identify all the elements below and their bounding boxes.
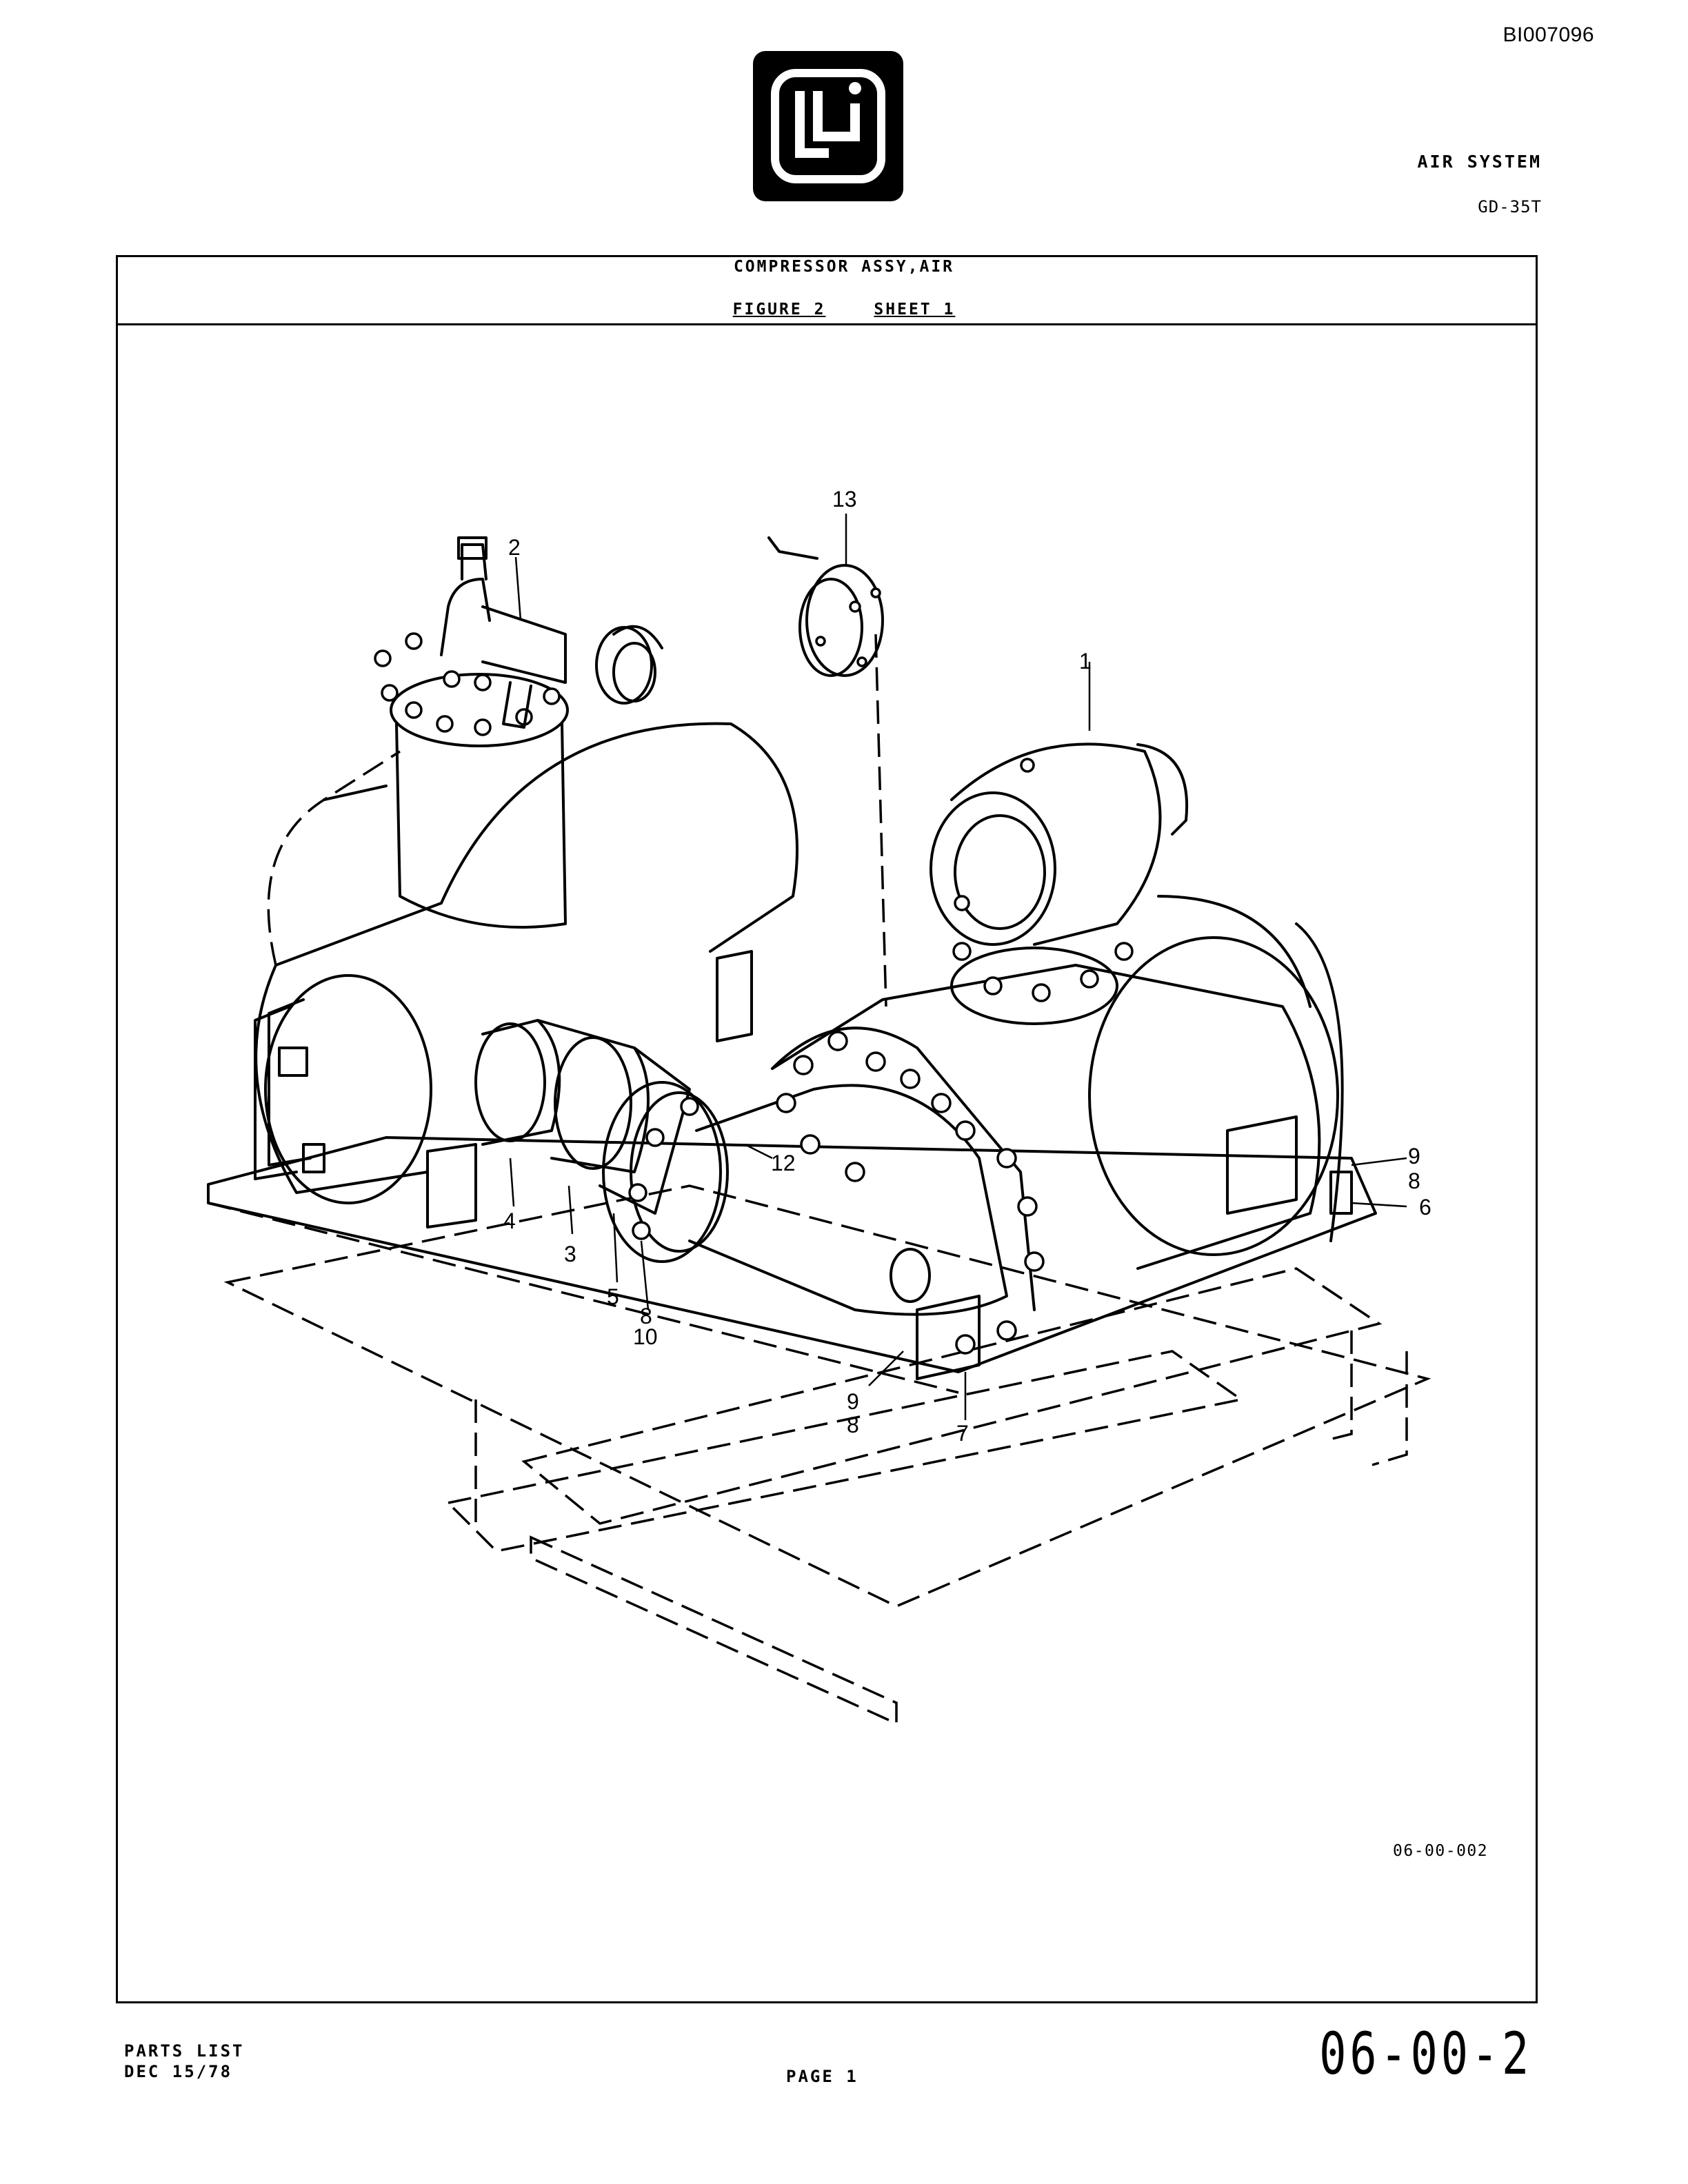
valve-assembly <box>440 536 663 729</box>
sheet-label: SHEET 1 <box>874 301 956 318</box>
intake-filter <box>930 742 1189 1025</box>
callout-13: 13 <box>832 487 857 512</box>
inlet-flange <box>602 1081 729 1263</box>
figure-frame <box>116 255 1538 2003</box>
callout-7: 7 <box>956 1421 969 1446</box>
callout-3: 3 <box>564 1242 576 1266</box>
receiver-tank <box>254 673 798 1204</box>
model-number: GD-35T <box>1478 197 1542 216</box>
figure-header <box>116 255 1538 325</box>
figure-label: FIGURE 2 <box>732 301 826 318</box>
compressor-flange-bolts <box>776 1031 1045 1355</box>
support-frame <box>223 1184 1431 1726</box>
callout-8b: 8 <box>640 1304 652 1328</box>
callouts: 13 2 1 12 9 8 6 4 3 5 8 10 9 8 7 <box>503 487 1431 1446</box>
document-id: BI007096 <box>1503 23 1594 46</box>
footer-info: PARTS LIST DEC 15/78 <box>124 2041 245 2082</box>
figure-title: COMPRESSOR ASSY,AIR <box>733 258 955 276</box>
callout-5: 5 <box>607 1284 619 1309</box>
mounting-pads <box>426 950 1353 1380</box>
company-logo <box>753 51 903 201</box>
callout-8: 8 <box>1408 1169 1420 1193</box>
callout-2: 2 <box>508 535 521 560</box>
tank-piping <box>254 998 325 1180</box>
page-label: PAGE 1 <box>786 2067 858 2086</box>
revision-date: DEC 15/78 <box>124 2062 233 2081</box>
leader-lines <box>509 514 1407 1420</box>
doc-type: PARTS LIST <box>124 2041 245 2061</box>
callout-1: 1 <box>1079 649 1092 674</box>
callout-9: 9 <box>1408 1144 1420 1169</box>
tank-lid-bolts <box>374 632 561 736</box>
callout-9b: 9 <box>847 1389 859 1414</box>
skid-plate <box>207 1136 1377 1394</box>
page-number: 06-00-2 <box>1319 2020 1532 2087</box>
intake-pipe <box>474 1019 691 1215</box>
callout-8c: 8 <box>847 1413 859 1437</box>
callout-6: 6 <box>1419 1195 1431 1220</box>
cover-plate <box>767 536 887 1007</box>
callout-4: 4 <box>503 1209 516 1233</box>
system-title: AIR SYSTEM <box>1417 152 1542 172</box>
drawing-number: 06-00-002 <box>1393 1842 1489 1860</box>
figure-subtitle: FIGURE 2 SHEET 1 <box>0 301 1688 318</box>
callout-12: 12 <box>771 1151 796 1175</box>
callout-10: 10 <box>633 1324 658 1349</box>
